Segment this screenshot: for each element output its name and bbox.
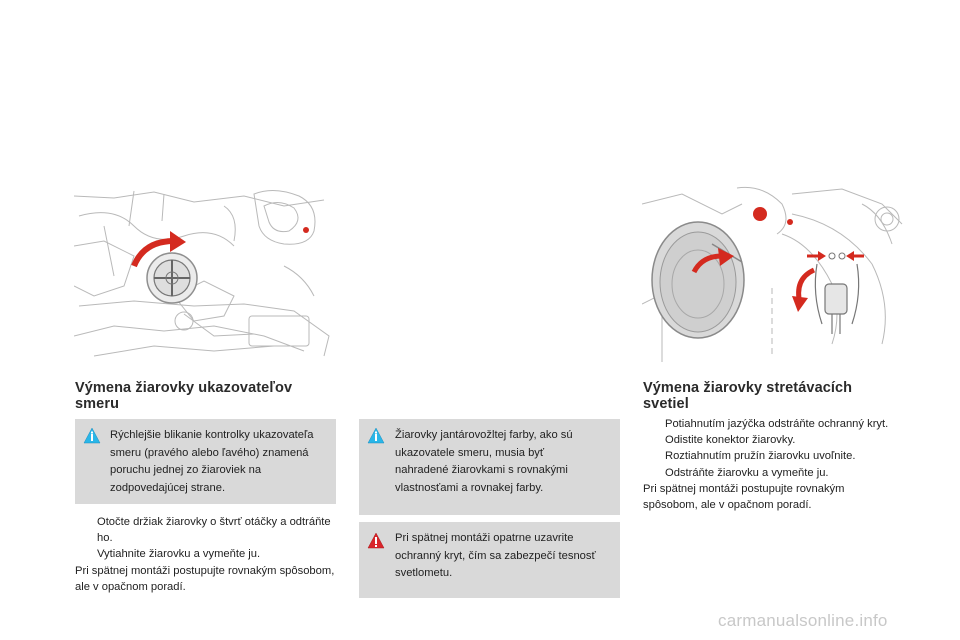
right-note: Pri spätnej montáži postupujte rovnakým … xyxy=(643,482,845,512)
middle-warning-text: Pri spätnej montáži opatrne uzavrite och… xyxy=(395,532,596,579)
left-note: Pri spätnej montáži postupujte rovnakým … xyxy=(75,564,335,593)
right-section-title: Výmena žiarovky stretávacích svetiel xyxy=(643,380,853,412)
left-steps: Otočte držiak žiarovky o štvrť otáčky a … xyxy=(75,514,335,595)
footer-watermark: carmanualsonline.info xyxy=(718,611,888,630)
middle-warning-box: Pri spätnej montáži opatrne uzavrite och… xyxy=(359,522,620,598)
low-beam-illustration xyxy=(642,186,903,362)
bullet-icon xyxy=(643,416,665,432)
left-step: Vytiahnite žiarovku a vymeňte ju. xyxy=(75,546,335,562)
right-step: Odistite konektor žiarovky. xyxy=(643,432,893,448)
right-step: Potiahnutím jazýčka odstráňte ochranný k… xyxy=(643,416,893,432)
right-step: Roztiahnutím pružín žiarovku uvoľnite. xyxy=(643,448,893,464)
bullet-icon xyxy=(75,546,97,562)
right-step: Odstráňte žiarovku a vymeňte ju. xyxy=(643,465,893,481)
left-info-text: Rýchlejšie blikanie kontrolky ukazovateľ… xyxy=(110,429,314,494)
middle-info-box: Žiarovky jantárovožltej farby, ako sú uk… xyxy=(359,419,620,515)
bullet-icon xyxy=(643,448,665,464)
bullet-icon xyxy=(643,465,665,481)
info-icon xyxy=(83,427,101,444)
turn-signal-illustration xyxy=(74,190,330,357)
left-step: Otočte držiak žiarovky o štvrť otáčky a … xyxy=(75,514,335,546)
warning-icon xyxy=(367,532,385,549)
left-info-box: Rýchlejšie blikanie kontrolky ukazovateľ… xyxy=(75,419,336,504)
left-section-title: Výmena žiarovky ukazovateľov smeru xyxy=(75,380,293,412)
bullet-icon xyxy=(75,514,97,546)
right-steps: Potiahnutím jazýčka odstráňte ochranný k… xyxy=(643,416,893,513)
middle-info-text: Žiarovky jantárovožltej farby, ako sú uk… xyxy=(395,429,573,494)
bullet-icon xyxy=(643,432,665,448)
info-icon xyxy=(367,427,385,444)
